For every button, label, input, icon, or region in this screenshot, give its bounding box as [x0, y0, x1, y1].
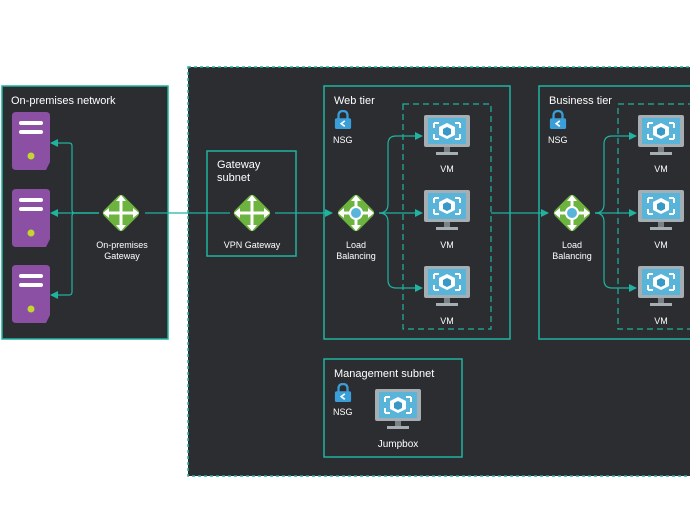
web-vm-label: VM [440, 240, 454, 250]
onprem-title: On-premises network [11, 95, 116, 107]
business-vm-label: VM [654, 316, 668, 326]
business-tier-lb-label-1: Load [562, 240, 582, 250]
vpn-gateway-label: VPN Gateway [224, 240, 281, 250]
gateway-subnet-title-1: Gateway [217, 159, 261, 171]
jumpbox-label: Jumpbox [378, 439, 419, 450]
business-tier-title: Business tier [549, 95, 612, 107]
web-tier-title: Web tier [334, 95, 375, 107]
web-vm-label: VM [440, 316, 454, 326]
onprem-gateway-label-1: On-premises [96, 240, 148, 250]
web-tier-lb-label-2: Balancing [336, 251, 376, 261]
management-nsg-label: NSG [333, 407, 353, 417]
web-vm-label: VM [440, 164, 454, 174]
gateway-subnet-title-2: subnet [217, 172, 250, 184]
server-icon [12, 189, 50, 247]
onprem-gateway-label-2: Gateway [104, 251, 140, 261]
web-tier-lb-label-1: Load [346, 240, 366, 250]
business-tier-lb-label-2: Balancing [552, 251, 592, 261]
connectors [50, 132, 637, 299]
management-subnet-title: Management subnet [334, 368, 434, 380]
business-tier-vm-group [617, 103, 690, 330]
business-vm-label: VM [654, 240, 668, 250]
server-icon [12, 112, 50, 170]
web-tier-vm-group [402, 103, 492, 330]
business-vm-label: VM [654, 164, 668, 174]
server-icon [12, 265, 50, 323]
web-tier-nsg-label: NSG [333, 135, 353, 145]
business-tier-nsg-label: NSG [548, 135, 568, 145]
